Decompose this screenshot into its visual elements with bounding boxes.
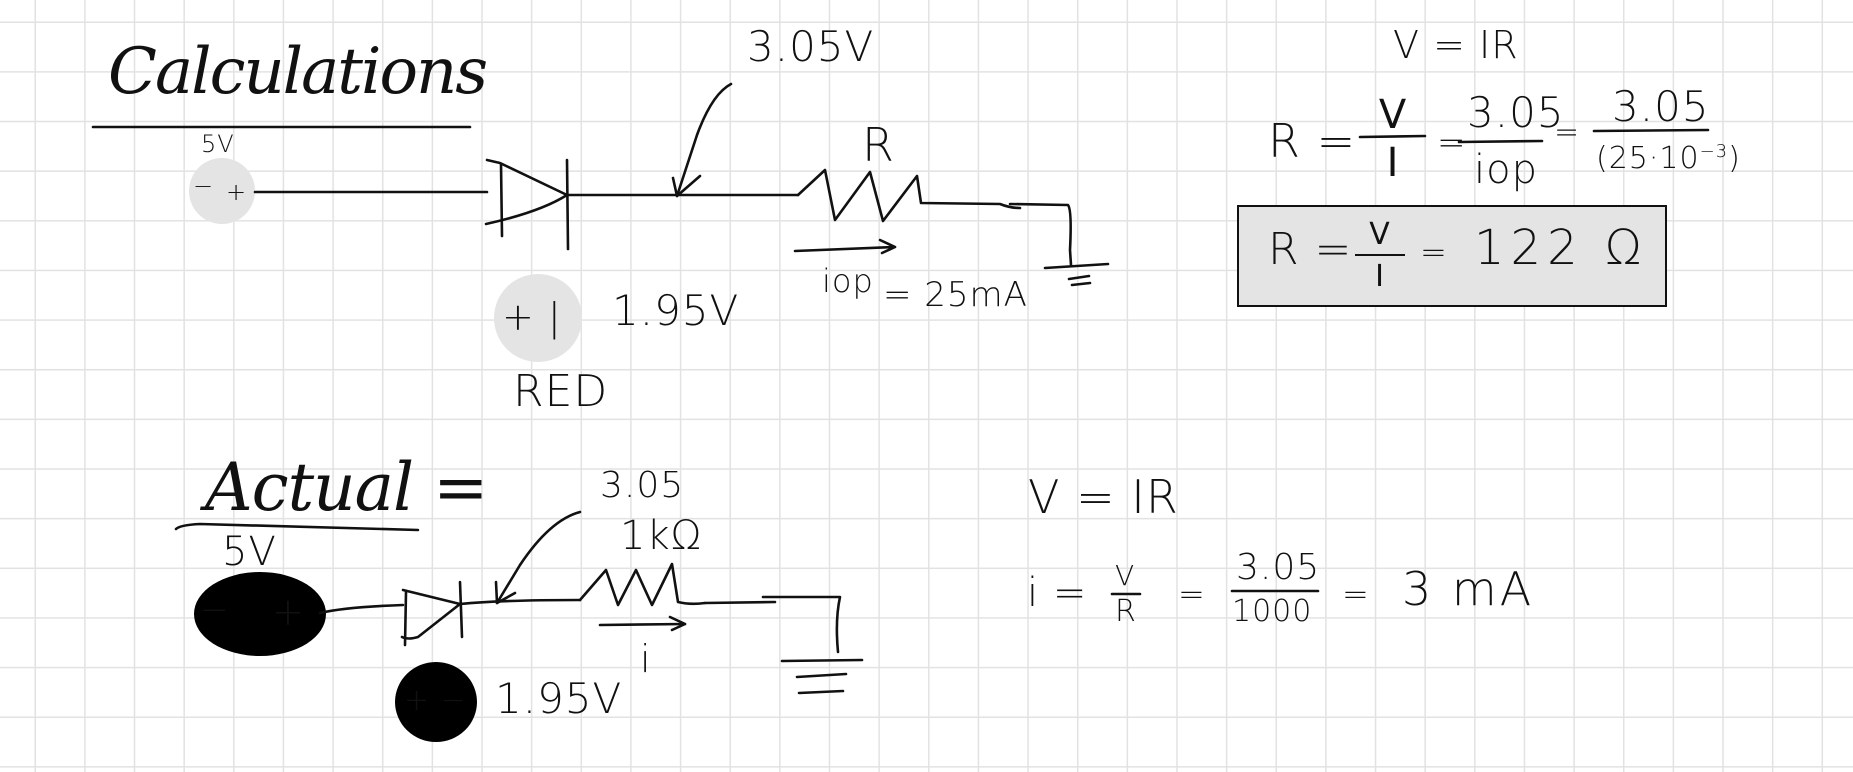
calc-diode-symbol: [484, 158, 800, 251]
actual-node-arrow: [495, 510, 582, 605]
result-frac-den: I: [1375, 259, 1385, 294]
actual-frac2-den: 1000: [1232, 594, 1313, 629]
actual-current-result: 3 mA: [1402, 562, 1535, 616]
calc-resistor-label: R: [862, 118, 895, 172]
actual-title-underline: [174, 522, 420, 532]
actual-frac1-num: V: [1115, 559, 1136, 592]
calc-node-voltage: 3.05V: [747, 22, 875, 71]
actual-diode-symbol: [400, 580, 582, 647]
result-lhs: R =: [1268, 224, 1353, 275]
calc-frac3-den: (25·10−3): [1596, 143, 1741, 174]
actual-i-lhs: i =: [1027, 570, 1088, 616]
actual-led-polarity: + −: [404, 683, 467, 718]
result-highlight-box: [1237, 205, 1667, 307]
actual-current-label: i: [640, 637, 652, 681]
calc-frac3-den-base: (25·10: [1596, 141, 1700, 176]
actual-ground-symbol: [780, 658, 864, 695]
actual-source-minus: −: [200, 590, 230, 630]
calc-voltage-source: [189, 158, 489, 224]
actual-frac2-num: 3.05: [1236, 547, 1321, 588]
actual-led-symbol: [395, 662, 477, 742]
calc-frac2-den: iop: [1474, 147, 1538, 193]
calc-frac1-den: I: [1386, 140, 1400, 186]
calc-led-polarity: + |: [502, 295, 562, 339]
actual-resistor-symbol: [578, 562, 842, 654]
calc-eq2: =: [1554, 115, 1581, 150]
actual-led-voltage: 1.95V: [495, 674, 623, 723]
calc-frac1-num: V: [1378, 92, 1408, 138]
actual-voltage-source: [194, 572, 326, 656]
calc-node-arrow-head: [671, 174, 702, 198]
calc-node-arrow: [675, 82, 733, 198]
result-frac-bar: [1355, 254, 1405, 256]
calc-led-symbol: [494, 274, 582, 362]
calc-source-minus: −: [193, 172, 215, 200]
result-fraction-v-over-i: V I: [1355, 220, 1405, 292]
calc-ground-symbol: [1043, 262, 1110, 287]
calc-frac2-num: 3.05: [1467, 88, 1565, 137]
calc-frac3-den-exp: −3: [1699, 141, 1729, 162]
actual-resistor-label: 1kΩ: [620, 513, 703, 559]
actual-current-arrow-head: [668, 615, 687, 632]
actual-eq2: =: [1342, 575, 1370, 613]
calc-fraction-v-over-i: V I: [1362, 95, 1424, 183]
calc-source-plus: +: [226, 178, 248, 206]
calc-current-arrow-head: [878, 238, 897, 255]
calc-r-lhs: R =: [1268, 114, 1357, 168]
calc-current-arrow: [793, 245, 897, 253]
calc-led-voltage: 1.95V: [612, 286, 740, 335]
actual-source-label: 5V: [222, 529, 277, 575]
calc-frac3-num: 3.05: [1612, 82, 1710, 131]
actual-ohms-law: V = IR: [1028, 470, 1179, 524]
calc-led-color: RED: [513, 366, 609, 417]
calculations-title: Calculations: [108, 35, 488, 109]
actual-node-voltage: 3.05: [600, 465, 685, 506]
calc-eq1: =: [1437, 123, 1467, 163]
calc-current-value: = 25mA: [883, 275, 1028, 315]
actual-eq1: =: [1178, 575, 1206, 613]
calc-current-label: iop: [822, 262, 874, 300]
result-value: 122 Ω: [1474, 220, 1648, 276]
actual-current-arrow: [598, 622, 687, 627]
calc-ohms-law: V = IR: [1393, 23, 1519, 67]
actual-title: Actual =: [205, 449, 488, 526]
result-eq: =: [1420, 233, 1448, 271]
actual-source-plus: +: [272, 590, 305, 634]
actual-frac1-den: R: [1115, 594, 1137, 629]
actual-node-arrow-head: [494, 580, 517, 605]
calc-source-label: 5V: [201, 130, 235, 158]
calc-resistor-symbol: [796, 168, 1073, 267]
calc-frac3-den-close: ): [1728, 141, 1741, 176]
result-frac-num: V: [1369, 217, 1391, 252]
